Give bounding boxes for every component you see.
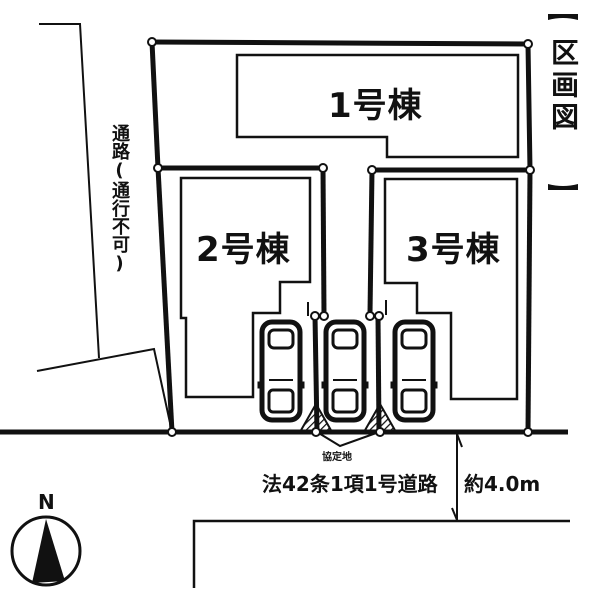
side-path-lines (36, 23, 173, 433)
boundary-markers (147, 37, 535, 437)
road-lines (0, 429, 570, 588)
side-path-label: 通路(通行不可) (109, 124, 130, 274)
road-width-label: 約4.0m (464, 472, 541, 496)
road-width-arrow (451, 433, 463, 521)
car-icon (321, 319, 369, 423)
building-2-label: 2号棟 (196, 230, 291, 270)
building-3-label: 3号棟 (406, 230, 501, 270)
building-footprints (179, 53, 520, 401)
road-label: 法42条1項1号道路 (262, 472, 438, 496)
car-icon (257, 319, 305, 423)
plan-title: 区画図 (547, 12, 580, 192)
building-2-footprint (179, 176, 312, 399)
north-label: N (38, 490, 55, 514)
building-3-footprint (383, 177, 519, 401)
plan-title-text: 区画図 (547, 38, 580, 134)
title-brackets (548, 14, 578, 190)
building-1-label: 1号棟 (328, 86, 423, 126)
parking-cars (257, 319, 438, 423)
building-1-footprint (235, 53, 520, 159)
agreement-land-leader (316, 431, 380, 448)
north-compass-icon (10, 515, 82, 587)
car-icon (390, 319, 438, 423)
agreement-land-label: 協定地 (322, 452, 352, 463)
